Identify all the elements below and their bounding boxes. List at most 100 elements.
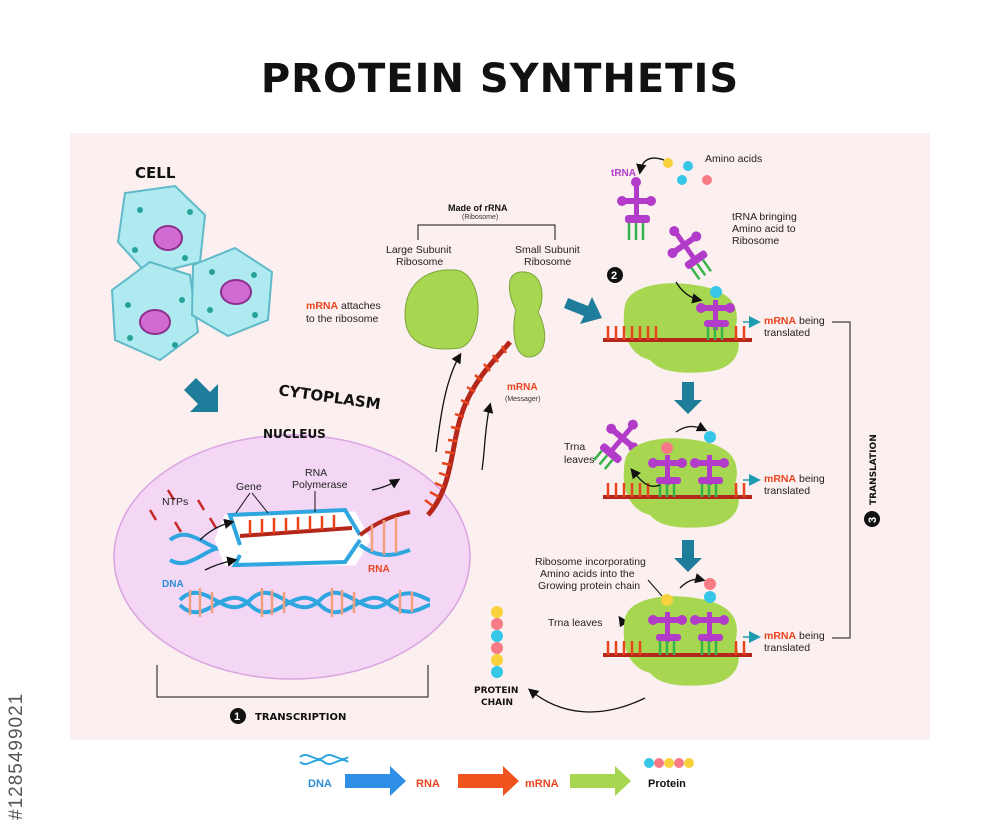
- made-of-rrna: Made of rRNA: [448, 203, 508, 213]
- trna-bringing-1: tRNA bringing: [732, 211, 797, 223]
- amino-acid: [663, 158, 673, 168]
- ntps-label: NTPs: [162, 496, 188, 508]
- protein-chain: [491, 606, 503, 678]
- step-3-number: 3: [867, 517, 879, 523]
- pointer-line: [647, 579, 663, 597]
- pointer-arrow: [675, 421, 708, 433]
- protein-chain-label-1: PROTEIN: [474, 686, 518, 696]
- ribosome-stage-1: [603, 283, 752, 373]
- attach-text-2: to the ribosome: [306, 313, 379, 325]
- pointer-arrow: [199, 518, 235, 541]
- nucleus-label: NUCLEUS: [263, 427, 326, 441]
- cell-nucleus: [153, 225, 183, 251]
- mrna-being-translated-1: mRNA being: [764, 315, 825, 327]
- trna-molecule: [593, 419, 639, 470]
- transcription-bracket: [156, 665, 429, 698]
- dna-strands: [148, 489, 431, 617]
- transcription-label: TRANSCRIPTION: [255, 712, 346, 723]
- pointer-arrow: [630, 467, 661, 487]
- attach-text: attaches: [338, 300, 381, 312]
- attach-mrna-word: mRNA: [306, 300, 339, 312]
- page-title: PROTEIN SYNTHETIS: [260, 56, 740, 102]
- pointer-arrow: [528, 688, 646, 713]
- to-translation-arrow: [564, 297, 602, 324]
- cell-to-nucleus-arrow: [184, 378, 218, 412]
- mrna-label: mRNA: [507, 382, 538, 393]
- trna-bringing-2: Amino acid to: [732, 223, 796, 235]
- pointer-arrow: [636, 157, 665, 175]
- legend-arrow-red: [458, 766, 519, 796]
- pointer-arrow: [481, 402, 494, 471]
- messager-label: (Messager): [505, 396, 540, 403]
- ribosome-stage-2: [603, 431, 752, 528]
- translated-3: translated: [764, 642, 810, 654]
- legend-dna: DNA: [308, 778, 332, 790]
- incorporating-1: Ribosome incorporating: [535, 556, 646, 568]
- cell-nucleus: [220, 279, 252, 305]
- cell-nucleus: [139, 309, 171, 335]
- amino-acid: [702, 175, 712, 185]
- mrna-bases: [424, 345, 508, 507]
- pointer-arrow: [679, 573, 706, 589]
- mrna-attaches-label: mRNA attaches: [306, 300, 381, 312]
- step-3-badge: [864, 511, 880, 527]
- mrna-being-translated-2: mRNA being: [764, 473, 825, 485]
- gene-label: Gene: [236, 481, 262, 493]
- mrna-being-translated-3: mRNA being: [764, 630, 825, 642]
- dna-icon: [299, 754, 349, 760]
- large-subunit-label-2: Ribosome: [396, 256, 443, 268]
- trna-leaves-1: Trna: [564, 441, 585, 453]
- dna-label: DNA: [162, 579, 184, 590]
- incorporating-3: Growing protein chain: [538, 580, 640, 592]
- trna-label: tRNA: [611, 168, 636, 179]
- small-subunit-label-2: Ribosome: [524, 256, 571, 268]
- step-1-number: 1: [234, 711, 240, 723]
- large-subunit-label-1: Large Subunit: [386, 244, 451, 256]
- step-2-badge: [607, 267, 623, 283]
- trna-leaves-2: leaves: [564, 454, 594, 466]
- stock-id: #1285499021: [6, 692, 27, 820]
- down-arrow: [674, 540, 702, 572]
- translation-label: TRANSLATION: [869, 434, 879, 505]
- gene-pointer: [251, 492, 269, 514]
- trna-leaves-label: Trna leaves: [548, 617, 602, 629]
- mrna-word: mRNA: [764, 315, 797, 327]
- ribosome-sub: (Ribosome): [462, 214, 498, 221]
- bracket: [417, 224, 556, 240]
- amino-acids-label: Amino acids: [705, 153, 762, 165]
- being-word: being: [796, 315, 825, 327]
- amino-acid: [683, 161, 693, 171]
- rna-polymerase-label-2: Polymerase: [292, 479, 348, 491]
- being-word: being: [796, 473, 825, 485]
- trna-molecule: [617, 177, 656, 240]
- incorporating-2: Amino acids into the: [540, 568, 635, 580]
- pointer-arrow: [435, 352, 462, 453]
- step-1-badge: [230, 708, 246, 724]
- large-subunit: [404, 269, 479, 350]
- legend-mrna: mRNA: [525, 778, 559, 790]
- pointer-arrow: [371, 478, 401, 491]
- gene-pointer: [235, 492, 251, 514]
- cell-group: [110, 184, 274, 362]
- ribosome-stage-3: [603, 578, 752, 686]
- small-subunit: [508, 271, 546, 358]
- legend: DNA RNA mRNA Protein: [299, 754, 694, 796]
- trna-molecule: [667, 226, 712, 281]
- pointer-arrow: [204, 556, 238, 571]
- step-2-number: 2: [611, 270, 617, 282]
- legend-arrow-green: [570, 766, 631, 796]
- amino-acid: [677, 175, 687, 185]
- protein-chain-label-2: CHAIN: [481, 698, 513, 708]
- trna-bringing-3: Ribosome: [732, 235, 779, 247]
- being-word: being: [796, 630, 825, 642]
- cytoplasm-label: CYTOPLASM: [277, 381, 381, 413]
- translated-1: translated: [764, 327, 810, 339]
- mrna-word: mRNA: [764, 630, 797, 642]
- translation-bracket: [832, 321, 851, 639]
- small-subunit-label-1: Small Subunit: [515, 244, 580, 256]
- rna-label: RNA: [368, 564, 390, 575]
- mrna-strand: [426, 340, 512, 517]
- legend-arrow-blue: [345, 766, 406, 796]
- legend-protein: Protein: [648, 778, 686, 790]
